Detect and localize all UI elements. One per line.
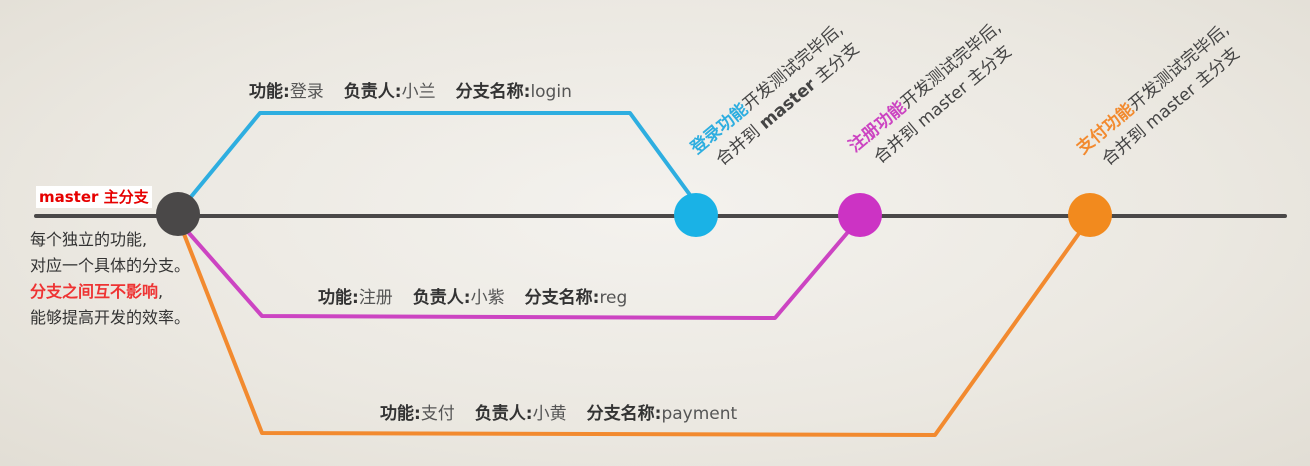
owner-value: 小紫 [470, 288, 505, 308]
description-line-3: 分支之间互不影响, [30, 279, 190, 305]
feature-value: 支付 [420, 404, 455, 424]
feature-key: 功能: [318, 288, 359, 308]
branch-name-value: reg [599, 288, 628, 308]
description-highlight: 分支之间互不影响 [30, 282, 159, 301]
feature-key: 功能: [249, 82, 290, 102]
login-branch-line [188, 111, 692, 200]
master-description: 每个独立的功能, 对应一个具体的分支。 分支之间互不影响, 能够提高开发的效率。 [30, 227, 190, 331]
branch-name-value: payment [661, 404, 738, 424]
branch-name-key: 分支名称: [524, 288, 600, 308]
payment-branch-line [182, 230, 1082, 437]
branch-name-key: 分支名称: [455, 82, 531, 102]
master-origin-node [156, 192, 200, 236]
payment-branch-label: 功能:支付负责人:小黄分支名称:payment [380, 399, 737, 424]
reg-branch-label: 功能:注册负责人:小紫分支名称:reg [318, 283, 627, 308]
feature-key: 功能: [380, 404, 421, 424]
master-branch-tag: master 主分支 [36, 186, 152, 208]
branch-name-key: 分支名称: [586, 404, 662, 424]
description-line-1: 每个独立的功能, [30, 230, 148, 249]
payment-merge-node [1068, 193, 1112, 237]
owner-key: 负责人: [412, 288, 471, 308]
owner-value: 小兰 [401, 82, 436, 102]
branch-name-value: login [530, 82, 572, 102]
feature-value: 注册 [358, 288, 393, 308]
description-line-2: 对应一个具体的分支。 [30, 256, 191, 275]
login-branch-label: 功能:登录负责人:小兰分支名称:login [249, 77, 572, 102]
login-merge-node [674, 193, 718, 237]
description-line-4: 能够提高开发的效率。 [30, 308, 191, 327]
description-line-3-tail: , [158, 282, 164, 301]
feature-value: 登录 [289, 82, 324, 102]
reg-merge-node [838, 193, 882, 237]
owner-key: 负责人: [343, 82, 402, 102]
owner-value: 小黄 [532, 404, 567, 424]
owner-key: 负责人: [474, 404, 533, 424]
reg-branch-line [186, 230, 850, 320]
